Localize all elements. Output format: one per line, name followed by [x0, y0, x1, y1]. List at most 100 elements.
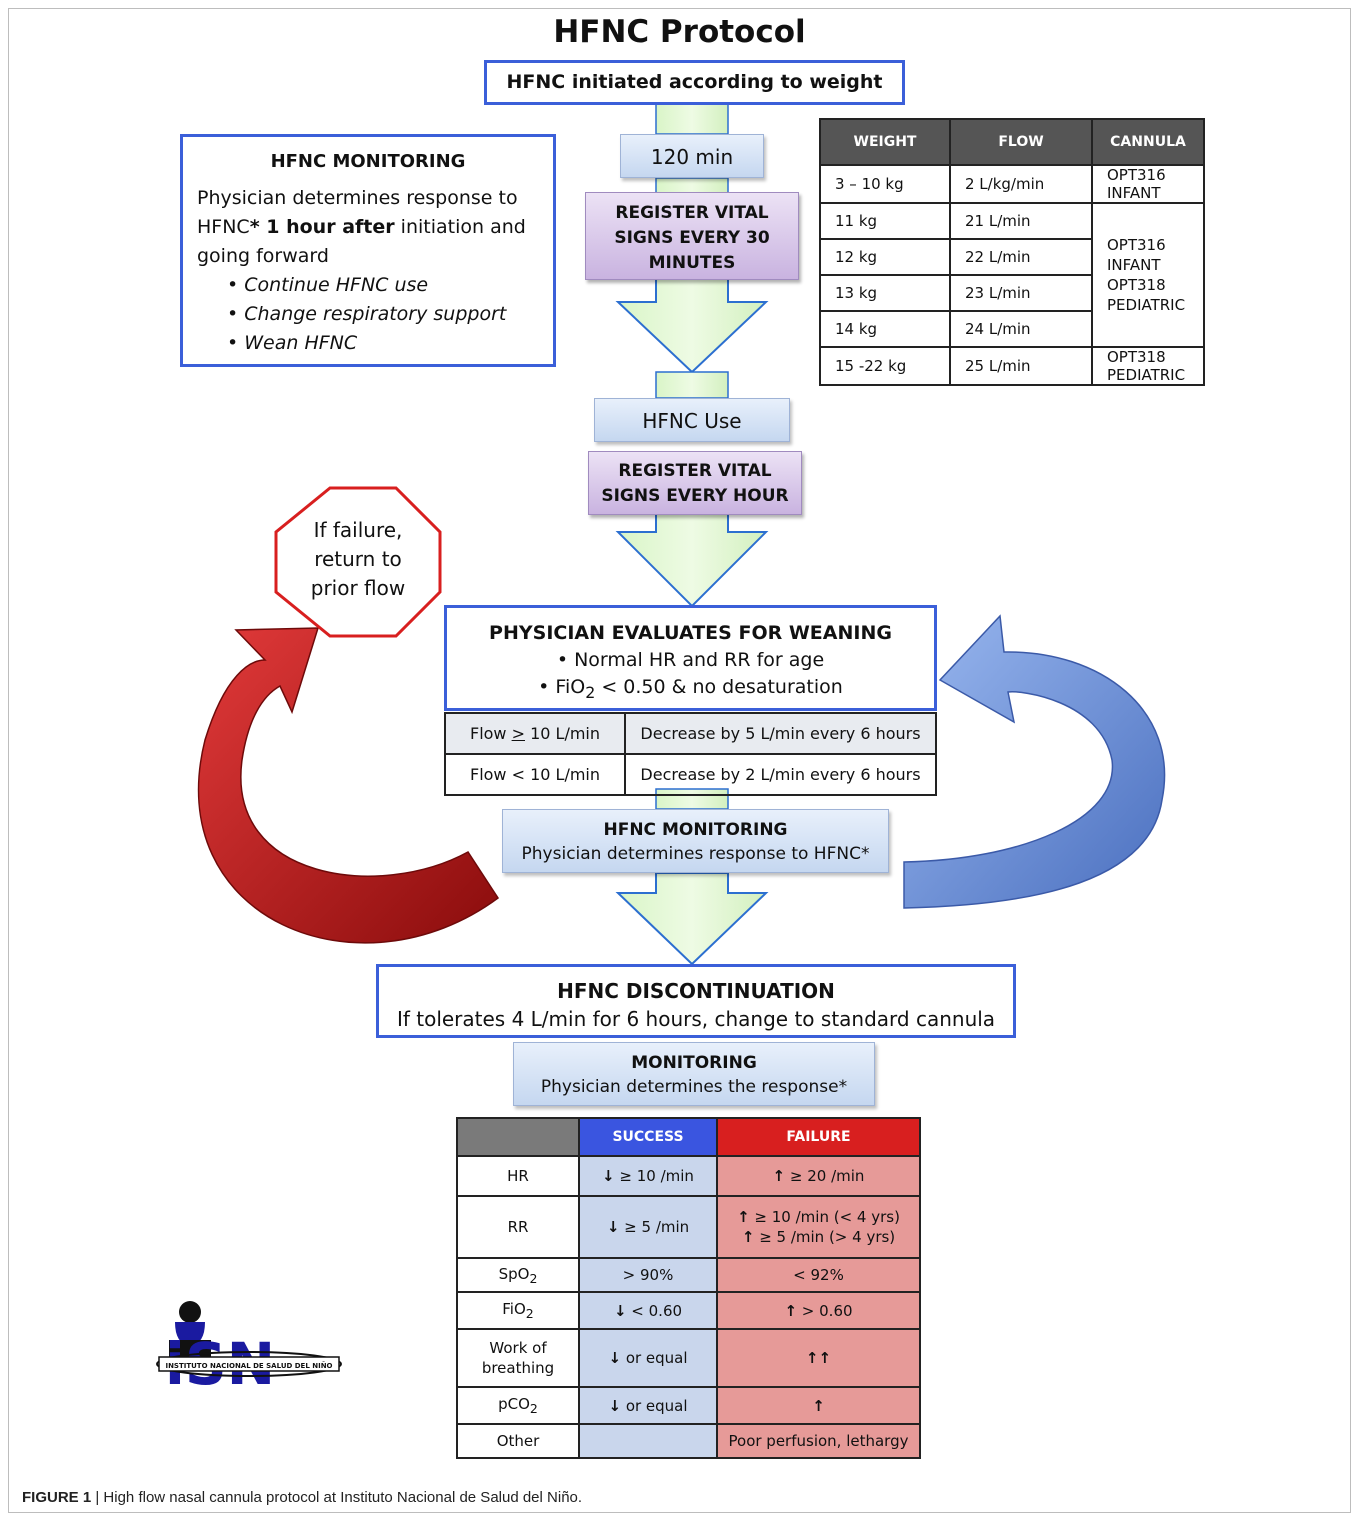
success-cell: ↓ ≥ 5 /min: [578, 1195, 718, 1259]
table-row: Other Poor perfusion, lethargy: [456, 1423, 921, 1459]
flow-condition: Flow > 10 L/min: [444, 712, 626, 755]
cannula-cell: OPT318 PEDIATRIC: [1091, 346, 1205, 386]
monitoring-option: • Wean HFNC: [227, 332, 358, 354]
caption-label: FIGURE 1: [22, 1489, 92, 1506]
label-text: pCO: [498, 1395, 530, 1413]
table-row: Work of breathing ↓ or equal ↑↑: [456, 1328, 921, 1388]
stop-sign-octagon: [274, 486, 442, 638]
failure-header: FAILURE: [716, 1117, 921, 1157]
green-arrow-2: [615, 513, 769, 608]
arrow-up-icon: ↑: [772, 1167, 786, 1185]
failure-stop-text: If failure, return to prior flow: [286, 516, 430, 603]
arrow-up-icon: ↑: [737, 1208, 750, 1226]
weight-table-header: WEIGHT FLOW CANNULA: [819, 118, 1205, 166]
flow-cell: 21 L/min: [949, 202, 1093, 240]
failure-cell: ↑ ≥ 20 /min: [716, 1155, 921, 1197]
label-text: FiO: [502, 1300, 526, 1318]
blue-return-arrow: [903, 614, 1166, 909]
failure-line: ↑ ≥ 10 /min (< 4 yrs): [719, 1207, 918, 1227]
monitoring-options-list: • Continue HFNC use • Change respiratory…: [227, 271, 539, 358]
page-title: HFNC Protocol: [553, 14, 806, 50]
flow-weaning-table: Flow > 10 L/min Decrease by 5 L/min ever…: [444, 712, 937, 796]
label-subscript: 2: [525, 1306, 534, 1321]
table-row: HR ↓ ≥ 10 /min ↑ ≥ 20 /min: [456, 1155, 921, 1197]
success-cell: [578, 1423, 718, 1459]
logo-ring-text: INSTITUTO NACIONAL DE SALUD DEL NIÑO: [165, 1361, 332, 1370]
criterion-text: Normal HR and RR for age: [574, 649, 825, 671]
stop-line: If failure,: [313, 518, 403, 542]
isn-logo: iSN INSTITUTO NACIONAL DE SALUD DEL NIÑO: [156, 1301, 342, 1398]
success-cell: ↓ < 0.60: [578, 1291, 718, 1330]
table-row: Flow < 10 L/min Decrease by 2 L/min ever…: [444, 753, 937, 796]
table-row: FiO2 ↓ < 0.60 ↑ > 0.60: [456, 1291, 921, 1330]
monitoring-text: Physician determines the response*: [540, 1077, 848, 1097]
failure-value: ≥ 5 /min (> 4 yrs): [759, 1228, 896, 1246]
monitoring-heading: MONITORING: [631, 1053, 757, 1073]
failure-cell: ↑↑: [716, 1328, 921, 1388]
monitoring-text-a: Physician determines response to HFNC: [197, 187, 518, 238]
cond-text: Flow: [469, 724, 512, 743]
arrow-up-icon: ↑: [741, 1228, 755, 1246]
weight-cell: 11 kg: [819, 202, 951, 240]
flow-condition: Flow < 10 L/min: [444, 753, 626, 796]
discontinuation-text: If tolerates 4 L/min for 6 hours, change…: [396, 1007, 996, 1031]
cond-symbol: >: [511, 724, 525, 743]
label-line: Work of: [489, 1339, 547, 1357]
weaning-heading: PHYSICIAN EVALUATES FOR WEANING: [489, 622, 892, 644]
success-header: SUCCESS: [578, 1117, 718, 1157]
arrow-up-icon: ↑: [784, 1301, 798, 1320]
param-label: HR: [456, 1155, 580, 1197]
arrow-up-icon: ↑: [812, 1396, 825, 1415]
success-cell: ↓ or equal: [578, 1386, 718, 1425]
arrow-down-icon: ↓: [613, 1301, 627, 1320]
criterion-text: FiO: [555, 676, 586, 698]
failure-value: > 0.60: [801, 1301, 853, 1320]
label-subscript: 2: [529, 1270, 538, 1286]
param-label: FiO2: [456, 1291, 580, 1330]
failure-cell: ↑ > 0.60: [716, 1291, 921, 1330]
option-label: Change respiratory support: [244, 303, 507, 325]
initiation-box: HFNC initiated according to weight: [484, 60, 905, 105]
arrow-down-icon: ↓: [608, 1396, 622, 1415]
criterion-subscript: 2: [585, 682, 596, 702]
green-arrow-3: [615, 872, 769, 966]
double-arrow-up-icon: ↑↑: [805, 1349, 832, 1367]
table-row: 11 kg 21 L/min OPT316 INFANT OPT318 PEDI…: [819, 202, 1205, 348]
weight-cell: 12 kg: [819, 238, 951, 276]
weaning-box: PHYSICIAN EVALUATES FOR WEANING • Normal…: [444, 605, 937, 711]
discontinuation-heading: HFNC DISCONTINUATION: [557, 979, 835, 1003]
failure-line: ↑ ≥ 5 /min (> 4 yrs): [719, 1227, 918, 1247]
monitoring-box-middle: HFNC MONITORING Physician determines res…: [502, 809, 889, 873]
success-value: or equal: [625, 1349, 688, 1367]
success-cell: ↓ or equal: [578, 1328, 718, 1388]
flow-cell: 24 L/min: [949, 310, 1093, 348]
monitoring-heading: HFNC MONITORING: [603, 820, 788, 840]
register-vitals-30: REGISTER VITAL SIGNS EVERY 30 MINUTES: [585, 192, 799, 280]
step-120-min: 120 min: [620, 134, 764, 178]
monitoring-heading: HFNC MONITORING: [270, 151, 466, 172]
flow-action: Decrease by 5 L/min every 6 hours: [624, 712, 937, 755]
register-vitals-hour: REGISTER VITAL SIGNS EVERY HOUR: [588, 451, 802, 515]
flow-cell: 22 L/min: [949, 238, 1093, 276]
red-failure-arrow: [197, 627, 500, 944]
caption-separator: |: [91, 1489, 104, 1506]
success-value: < 0.60: [631, 1301, 683, 1320]
cond-text: 10 L/min: [525, 724, 601, 743]
cannula-line: OPT316 INFANT: [1107, 236, 1166, 274]
success-cell: > 90%: [578, 1257, 718, 1293]
label-line: breathing: [481, 1359, 555, 1377]
table-row: 3 – 10 kg 2 L/kg/min OPT316 INFANT: [819, 164, 1205, 204]
flow-cell: 23 L/min: [949, 274, 1093, 312]
hfnc-use-box: HFNC Use: [594, 398, 790, 442]
col-weight: WEIGHT: [819, 118, 951, 166]
table-row: 15 -22 kg 25 L/min OPT318 PEDIATRIC: [819, 346, 1205, 386]
table-row: RR ↓ ≥ 5 /min ↑ ≥ 10 /min (< 4 yrs) ↑ ≥ …: [456, 1195, 921, 1259]
figure-caption: FIGURE 1 | High flow nasal cannula proto…: [22, 1489, 582, 1506]
caption-text: High flow nasal cannula protocol at Inst…: [103, 1489, 583, 1506]
col-flow: FLOW: [949, 118, 1093, 166]
monitoring-text-c: initiation and going forward: [197, 216, 526, 267]
monitoring-description: Physician determines response to HFNC* 1…: [197, 184, 539, 271]
figure-frame: [8, 8, 1351, 1513]
discontinuation-box: HFNC DISCONTINUATION If tolerates 4 L/mi…: [376, 964, 1016, 1038]
outcome-header-row: SUCCESS FAILURE: [456, 1117, 921, 1157]
